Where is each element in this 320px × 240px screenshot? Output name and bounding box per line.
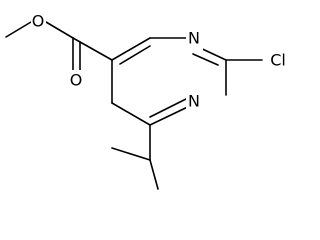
chemical-structure-diagram: O O N N Cl <box>5 11 293 190</box>
bond-methyl-methoxy-o <box>5 21 32 38</box>
bond-layer <box>5 21 263 190</box>
bond-n3-c4-inner <box>149 96 191 118</box>
label-bg-carbonyl-o <box>68 70 84 90</box>
bond-isopropyl-methyl-left <box>111 147 151 161</box>
label-bg-n3 <box>186 91 203 113</box>
atom-label-carbonyl-o: O <box>70 71 83 90</box>
bond-isopropyl-methyl-right <box>149 159 159 190</box>
atom-label-layer: O O N N Cl <box>31 11 293 113</box>
label-bg-methoxy-o <box>31 11 46 31</box>
bond-c5-c6-inner <box>119 45 151 65</box>
label-bg-cl <box>263 50 293 72</box>
atom-label-n3: N <box>188 92 200 111</box>
bond-c5-c6 <box>111 37 151 61</box>
bond-methoxy-o-carbonyl-c <box>45 21 74 39</box>
atom-label-n1: N <box>188 29 200 48</box>
label-bg-n1 <box>186 28 203 50</box>
bond-c4-c5 <box>111 102 151 126</box>
bond-n1-c2-inner <box>192 53 219 66</box>
atom-label-cl: Cl <box>270 51 286 70</box>
atom-label-methoxy-o: O <box>32 12 45 31</box>
bond-carbonyl-c-ring-c5 <box>72 37 113 61</box>
